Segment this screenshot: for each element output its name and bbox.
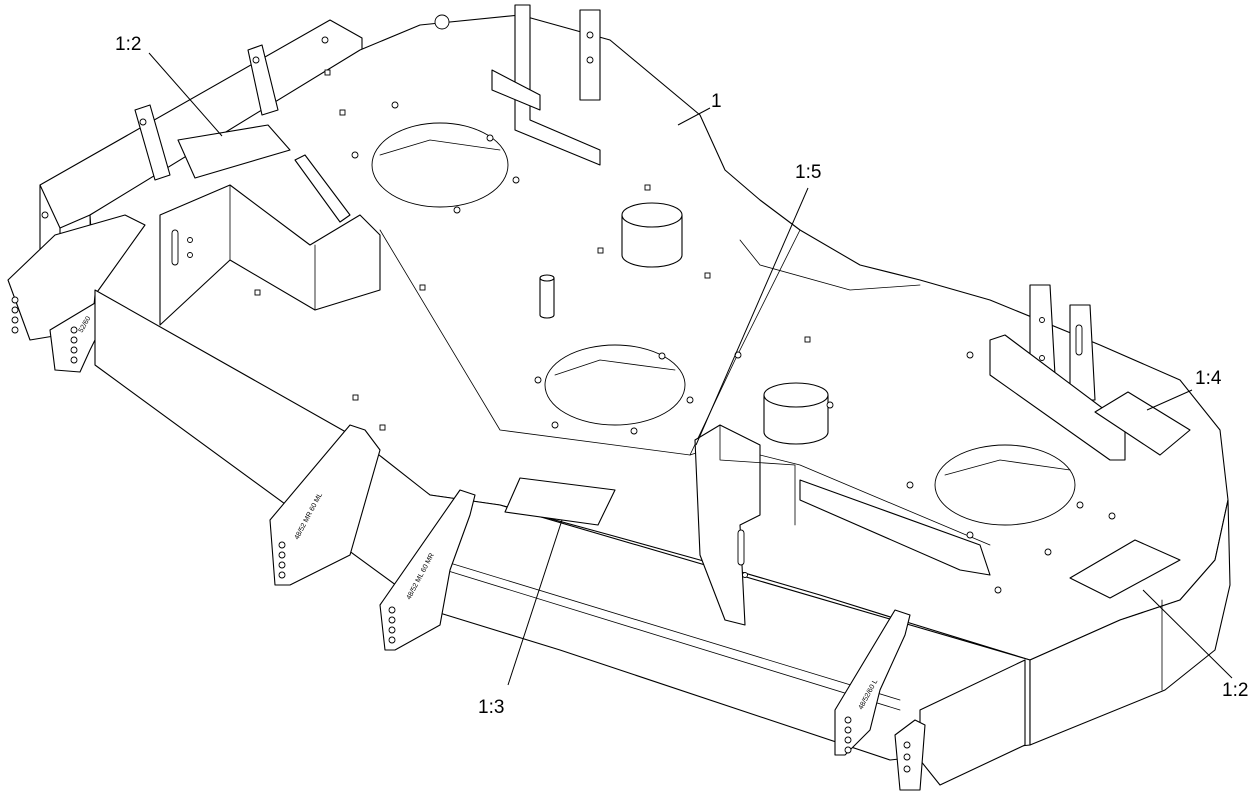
decal-right-rear	[1094, 391, 1191, 456]
front-bracket-left: 48/52 MR 60 ML	[269, 424, 381, 586]
leader-lines	[148, 52, 1233, 686]
rear-lift-brackets	[134, 4, 601, 181]
callout-label-1-2-top: 1:2	[115, 34, 141, 55]
callout-label-1-4: 1:4	[1195, 368, 1222, 389]
right-curved-skirt	[919, 499, 1231, 786]
right-rear-bracket	[989, 284, 1126, 461]
spindle-housings	[434, 14, 829, 445]
callout-label-1: 1	[711, 91, 722, 112]
decals	[177, 124, 1191, 599]
front-bracket-right: 48/52/60 L	[834, 609, 926, 791]
front-bracket-center: 48/52 ML 60 MR	[379, 489, 476, 651]
callout-label-1-5: 1:5	[795, 162, 821, 183]
callout-label-1-2-bottom: 1:2	[1222, 680, 1248, 701]
center-idler-bracket	[694, 424, 991, 626]
callout-labels: 1:2 1 1:5 1:4 1:3 1:2	[115, 34, 1248, 718]
decal-rear-left	[177, 124, 291, 179]
decal-right-front	[1069, 539, 1181, 599]
left-belt-bracket	[159, 154, 381, 326]
decal-front-center	[504, 477, 616, 526]
callout-label-1-3: 1:3	[478, 697, 504, 718]
spindle-openings	[371, 122, 1076, 526]
